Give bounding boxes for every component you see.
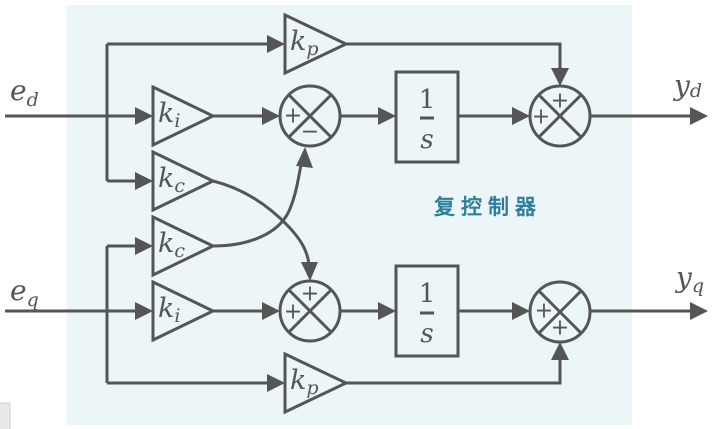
wire-kp-q-to-sum bbox=[346, 357, 562, 385]
integrator-numerator: 1 bbox=[419, 85, 436, 115]
summer-sign-top: + bbox=[551, 89, 569, 114]
gain-block-kc-q bbox=[151, 214, 217, 278]
gain-label-ki-q: ki bbox=[158, 293, 180, 327]
gain-block-kp-d bbox=[283, 12, 350, 76]
arrowhead-kp-q bbox=[267, 374, 285, 392]
summer-sign-left: + bbox=[284, 104, 302, 129]
gain-subscript: c bbox=[174, 240, 185, 262]
corner-tab bbox=[0, 402, 11, 429]
gain-subscript: c bbox=[174, 175, 185, 197]
arrowhead-yd-output bbox=[690, 107, 708, 125]
summer-sign-left: + bbox=[532, 105, 550, 130]
wire-kc-q-to-sum-d bbox=[212, 164, 303, 248]
output-subscript: d bbox=[690, 80, 702, 102]
gain-label-kp-d: kp bbox=[290, 26, 319, 60]
gain-subscript: p bbox=[306, 377, 318, 399]
arrowhead-yq-output bbox=[690, 302, 708, 320]
summer-cross bbox=[537, 93, 583, 139]
arrowhead-sum-out-q bbox=[512, 302, 530, 320]
gain-label-kc-q: kc bbox=[158, 228, 185, 262]
gain-block-ki-q bbox=[151, 279, 217, 343]
gain-block-kp-q bbox=[283, 351, 350, 415]
gain-subscript: i bbox=[174, 110, 180, 132]
output-label-yd: yd bbox=[672, 69, 702, 102]
output-subscript: q bbox=[692, 275, 704, 297]
gain-subscript: i bbox=[174, 305, 180, 327]
arrowhead-kp-d bbox=[267, 35, 285, 53]
arrowhead-sum-out-d-top bbox=[551, 68, 569, 86]
summer-sign-left: + bbox=[284, 300, 302, 325]
output-label-yq: yq bbox=[674, 261, 704, 297]
arrowhead-ki-q bbox=[135, 302, 153, 320]
input-subscript: q bbox=[27, 289, 39, 311]
arrowhead-sum-integ-q bbox=[262, 302, 280, 320]
arrowhead-integrator-q bbox=[378, 302, 396, 320]
arrowhead-sum-integ-q-top bbox=[301, 262, 318, 281]
controller-panel bbox=[67, 5, 632, 425]
summer-cross bbox=[287, 288, 333, 334]
gain-label-kc-d: kc bbox=[158, 163, 185, 197]
gain-symbol: k bbox=[158, 163, 174, 194]
gain-symbol: k bbox=[158, 228, 174, 259]
summer-sign-bottom: − bbox=[301, 120, 319, 145]
arrowhead-sum-integ-d-bottom bbox=[296, 147, 313, 168]
summer-sign-bottom: + bbox=[551, 316, 569, 341]
summer-sign-left: + bbox=[535, 299, 553, 324]
output-symbol: y bbox=[674, 261, 693, 294]
arrowhead-sum-out-d bbox=[512, 107, 530, 125]
arrowhead-sum-integ-d bbox=[262, 107, 280, 125]
gain-label-kp-q: kp bbox=[290, 365, 319, 399]
arrowhead-kc-q bbox=[135, 237, 153, 255]
summer-cross bbox=[537, 289, 583, 335]
arrowhead-integrator-d bbox=[378, 107, 396, 125]
input-symbol: e bbox=[10, 274, 27, 307]
gain-symbol: k bbox=[290, 26, 306, 57]
summer-sign-top: + bbox=[301, 282, 319, 307]
gain-label-ki-d: ki bbox=[158, 98, 180, 132]
gain-symbol: k bbox=[158, 98, 174, 129]
output-symbol: y bbox=[672, 69, 691, 102]
arrowhead-ki-d bbox=[135, 107, 153, 125]
gain-block-kc-d bbox=[151, 149, 217, 213]
gain-block-ki-d bbox=[151, 84, 217, 148]
input-subscript: d bbox=[27, 89, 39, 111]
gain-symbol: k bbox=[290, 365, 306, 396]
arrowhead-kc-d bbox=[135, 172, 153, 190]
wire-kp-d-to-sum bbox=[346, 42, 562, 72]
wire-kc-d-to-sum-q bbox=[212, 179, 311, 265]
summer-cross bbox=[287, 93, 333, 139]
controller-title: 复控制器 bbox=[433, 194, 542, 219]
input-label-ed: ed bbox=[10, 74, 39, 111]
integrator-denominator: s bbox=[420, 125, 433, 155]
gain-subscript: p bbox=[306, 38, 318, 60]
input-symbol: e bbox=[10, 74, 27, 107]
gain-symbol: k bbox=[158, 293, 174, 324]
arrowhead-sum-out-q-bottom bbox=[551, 342, 569, 360]
integrator-denominator: s bbox=[420, 319, 433, 349]
integrator-numerator: 1 bbox=[419, 279, 436, 309]
input-label-eq: eq bbox=[10, 274, 39, 311]
